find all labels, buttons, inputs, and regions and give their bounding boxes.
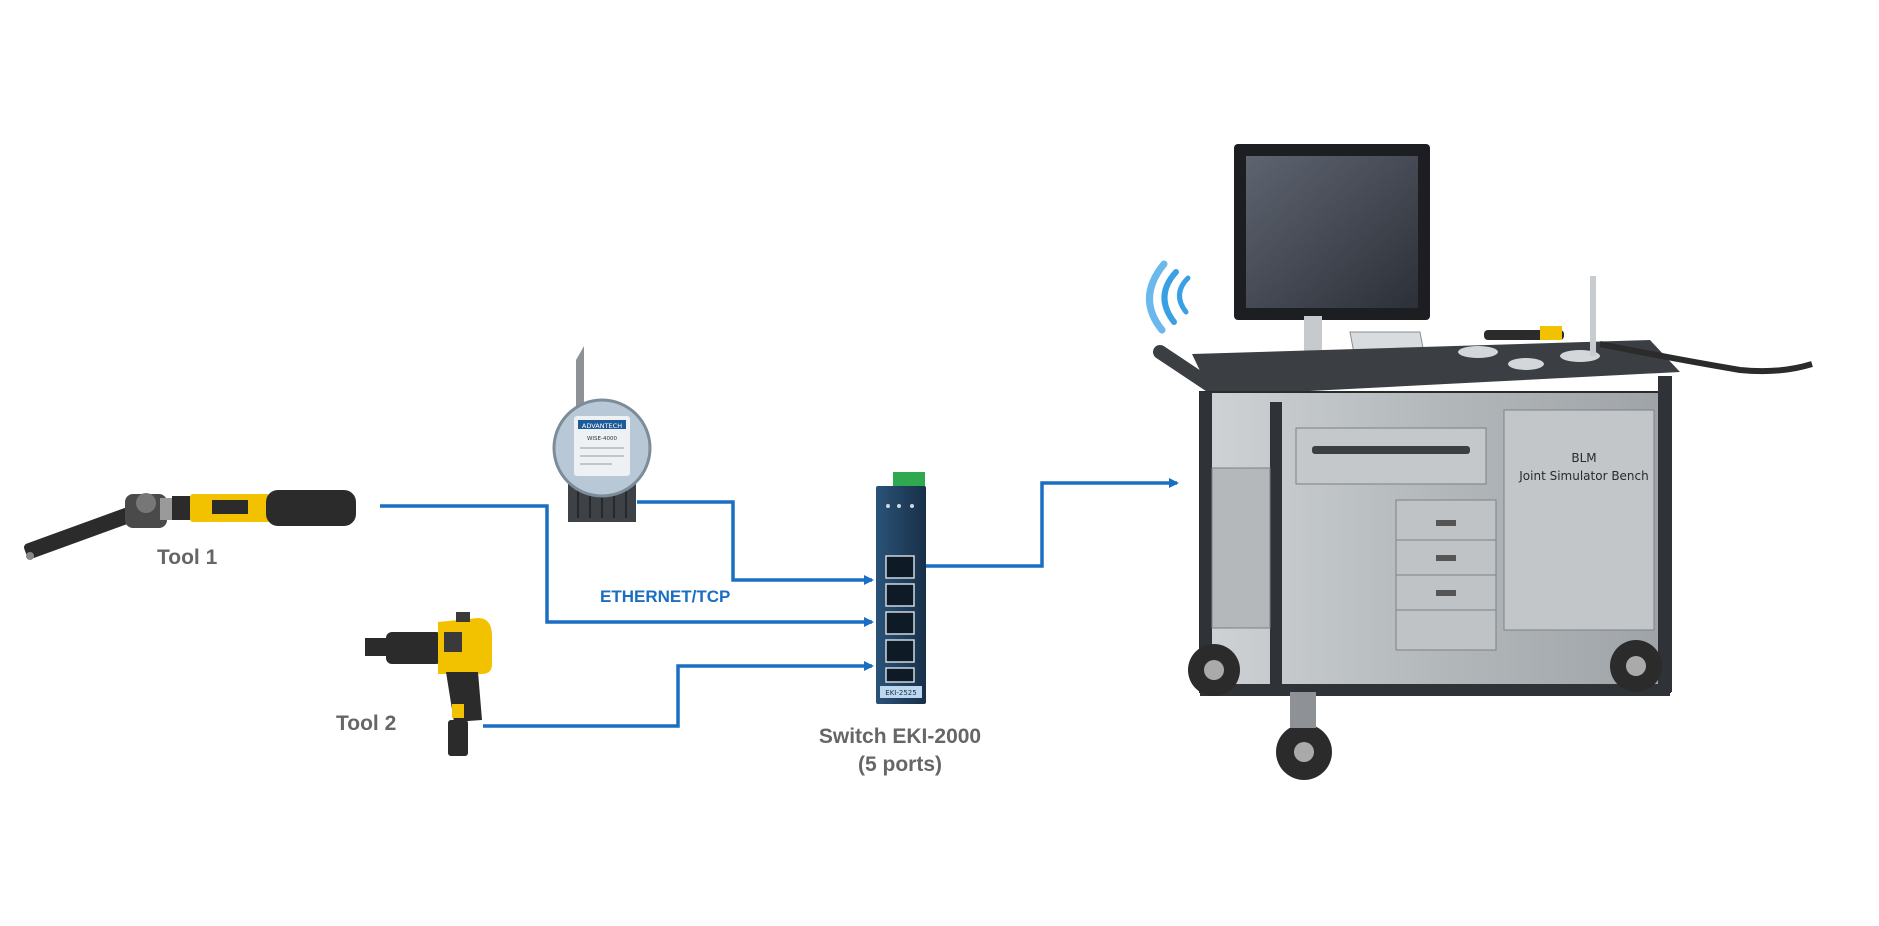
- tool2-label: Tool 2: [336, 712, 397, 735]
- tool2-to-switch-line: [483, 661, 874, 728]
- wireless-brand-text: ADVANTECH: [582, 422, 622, 430]
- bench-label-joint-simulator: Joint Simulator Bench: [1518, 469, 1649, 483]
- switch-port-1: [885, 555, 915, 579]
- wireless-module-image: ADVANTECH WISE-4000: [552, 346, 652, 522]
- switch-eki-2000-image: EKI-2525: [876, 472, 926, 704]
- tool1-nutrunner-image: [24, 490, 356, 560]
- joint-simulator-bench-image: BLM Joint Simulator Bench: [1146, 144, 1813, 780]
- tool1-to-switch-line: [380, 504, 874, 627]
- wireless-model-text: WISE-4000: [587, 436, 618, 442]
- switch-model-tag: EKI-2525: [885, 689, 916, 697]
- switch-port-5: [885, 667, 915, 683]
- wifi-signal-icon: [1146, 260, 1191, 334]
- switch-port-3: [885, 611, 915, 635]
- tool2-pistol-nutrunner-image: [365, 612, 492, 756]
- switch-label-ports: (5 ports): [858, 753, 942, 776]
- switch-to-bench-line: [910, 478, 1179, 568]
- switch-port-2: [885, 583, 915, 607]
- switch-label-name: Switch EKI-2000: [818, 725, 982, 748]
- tool1-label: Tool 1: [157, 546, 218, 569]
- connector-lines: [380, 478, 1179, 728]
- ethernet-tcp-label: ETHERNET/TCP: [600, 587, 731, 606]
- bench-label-blm: BLM: [1571, 451, 1596, 465]
- switch-port-4: [885, 639, 915, 663]
- switch-label: Switch EKI-2000 (5 ports): [780, 723, 1020, 779]
- switch-ports: [885, 555, 915, 683]
- wireless-module-to-switch-line: [637, 500, 874, 585]
